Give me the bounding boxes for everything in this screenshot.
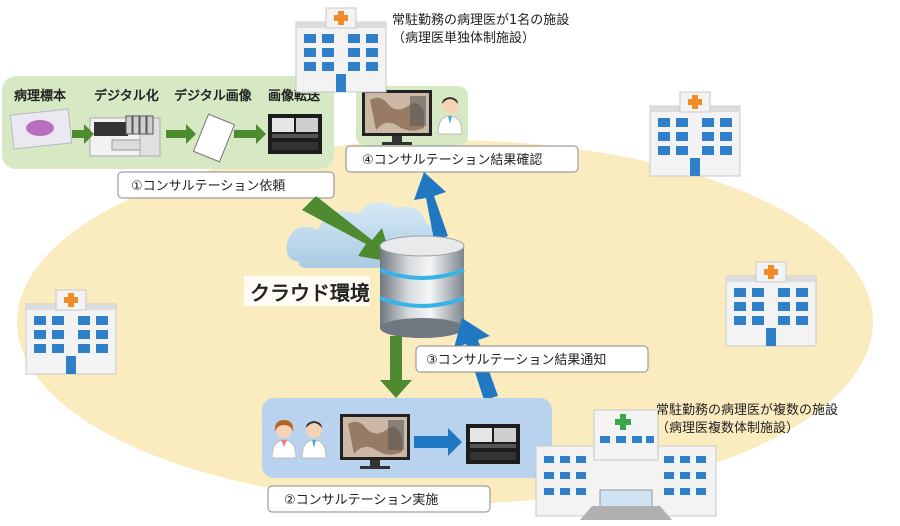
- cloud-label: クラウド環境: [250, 281, 370, 305]
- request-arrow: [302, 196, 392, 262]
- step-notify-label: ③コンサルテーション結果通知: [426, 352, 606, 368]
- workflow-box: [2, 76, 334, 169]
- workflow-step-digitize: デジタル化: [94, 88, 159, 104]
- step-notify-box: [415, 345, 649, 373]
- hospital-top-line1: 常駐勤務の病理医が1名の施設: [392, 12, 569, 28]
- hospital-bottom-line1: 常駐勤務の病理医が複数の施設: [656, 402, 838, 418]
- step-confirm-label: ④コンサルテーション結果確認: [362, 152, 542, 168]
- cloud-database-icon: [379, 235, 465, 338]
- hospital-right-top-icon: [649, 91, 741, 177]
- consult-arrow: [380, 336, 412, 398]
- consult-server-icon: [466, 424, 520, 464]
- large-hospital-icon: [535, 409, 717, 520]
- hospital-top-icon: [295, 7, 387, 93]
- workflow-step-image: デジタル画像: [174, 88, 253, 104]
- slide-icon: [9, 108, 73, 150]
- hospital-bottom-line2: （病理医複数体制施設）: [656, 420, 799, 436]
- hospital-top-line2: （病理医単独体制施設）: [392, 30, 535, 46]
- step-consult-box: [267, 485, 491, 513]
- transfer-server-icon: [268, 114, 322, 154]
- consult-transfer-arrow: [414, 428, 462, 456]
- workflow-step-specimen: 病理標本: [14, 88, 66, 104]
- digital-image-icon: [192, 113, 236, 163]
- step-request-label: ①コンサルテーション依頼: [131, 179, 285, 194]
- workflow-arrows: [72, 124, 266, 144]
- confirm-arrow: [414, 172, 448, 240]
- step-request-box: [117, 171, 335, 199]
- step-confirm-box: [345, 145, 579, 173]
- cloud-label-box: [244, 276, 370, 306]
- scanner-icon: [89, 115, 161, 157]
- step-consult-label: ②コンサルテーション実施: [284, 492, 438, 508]
